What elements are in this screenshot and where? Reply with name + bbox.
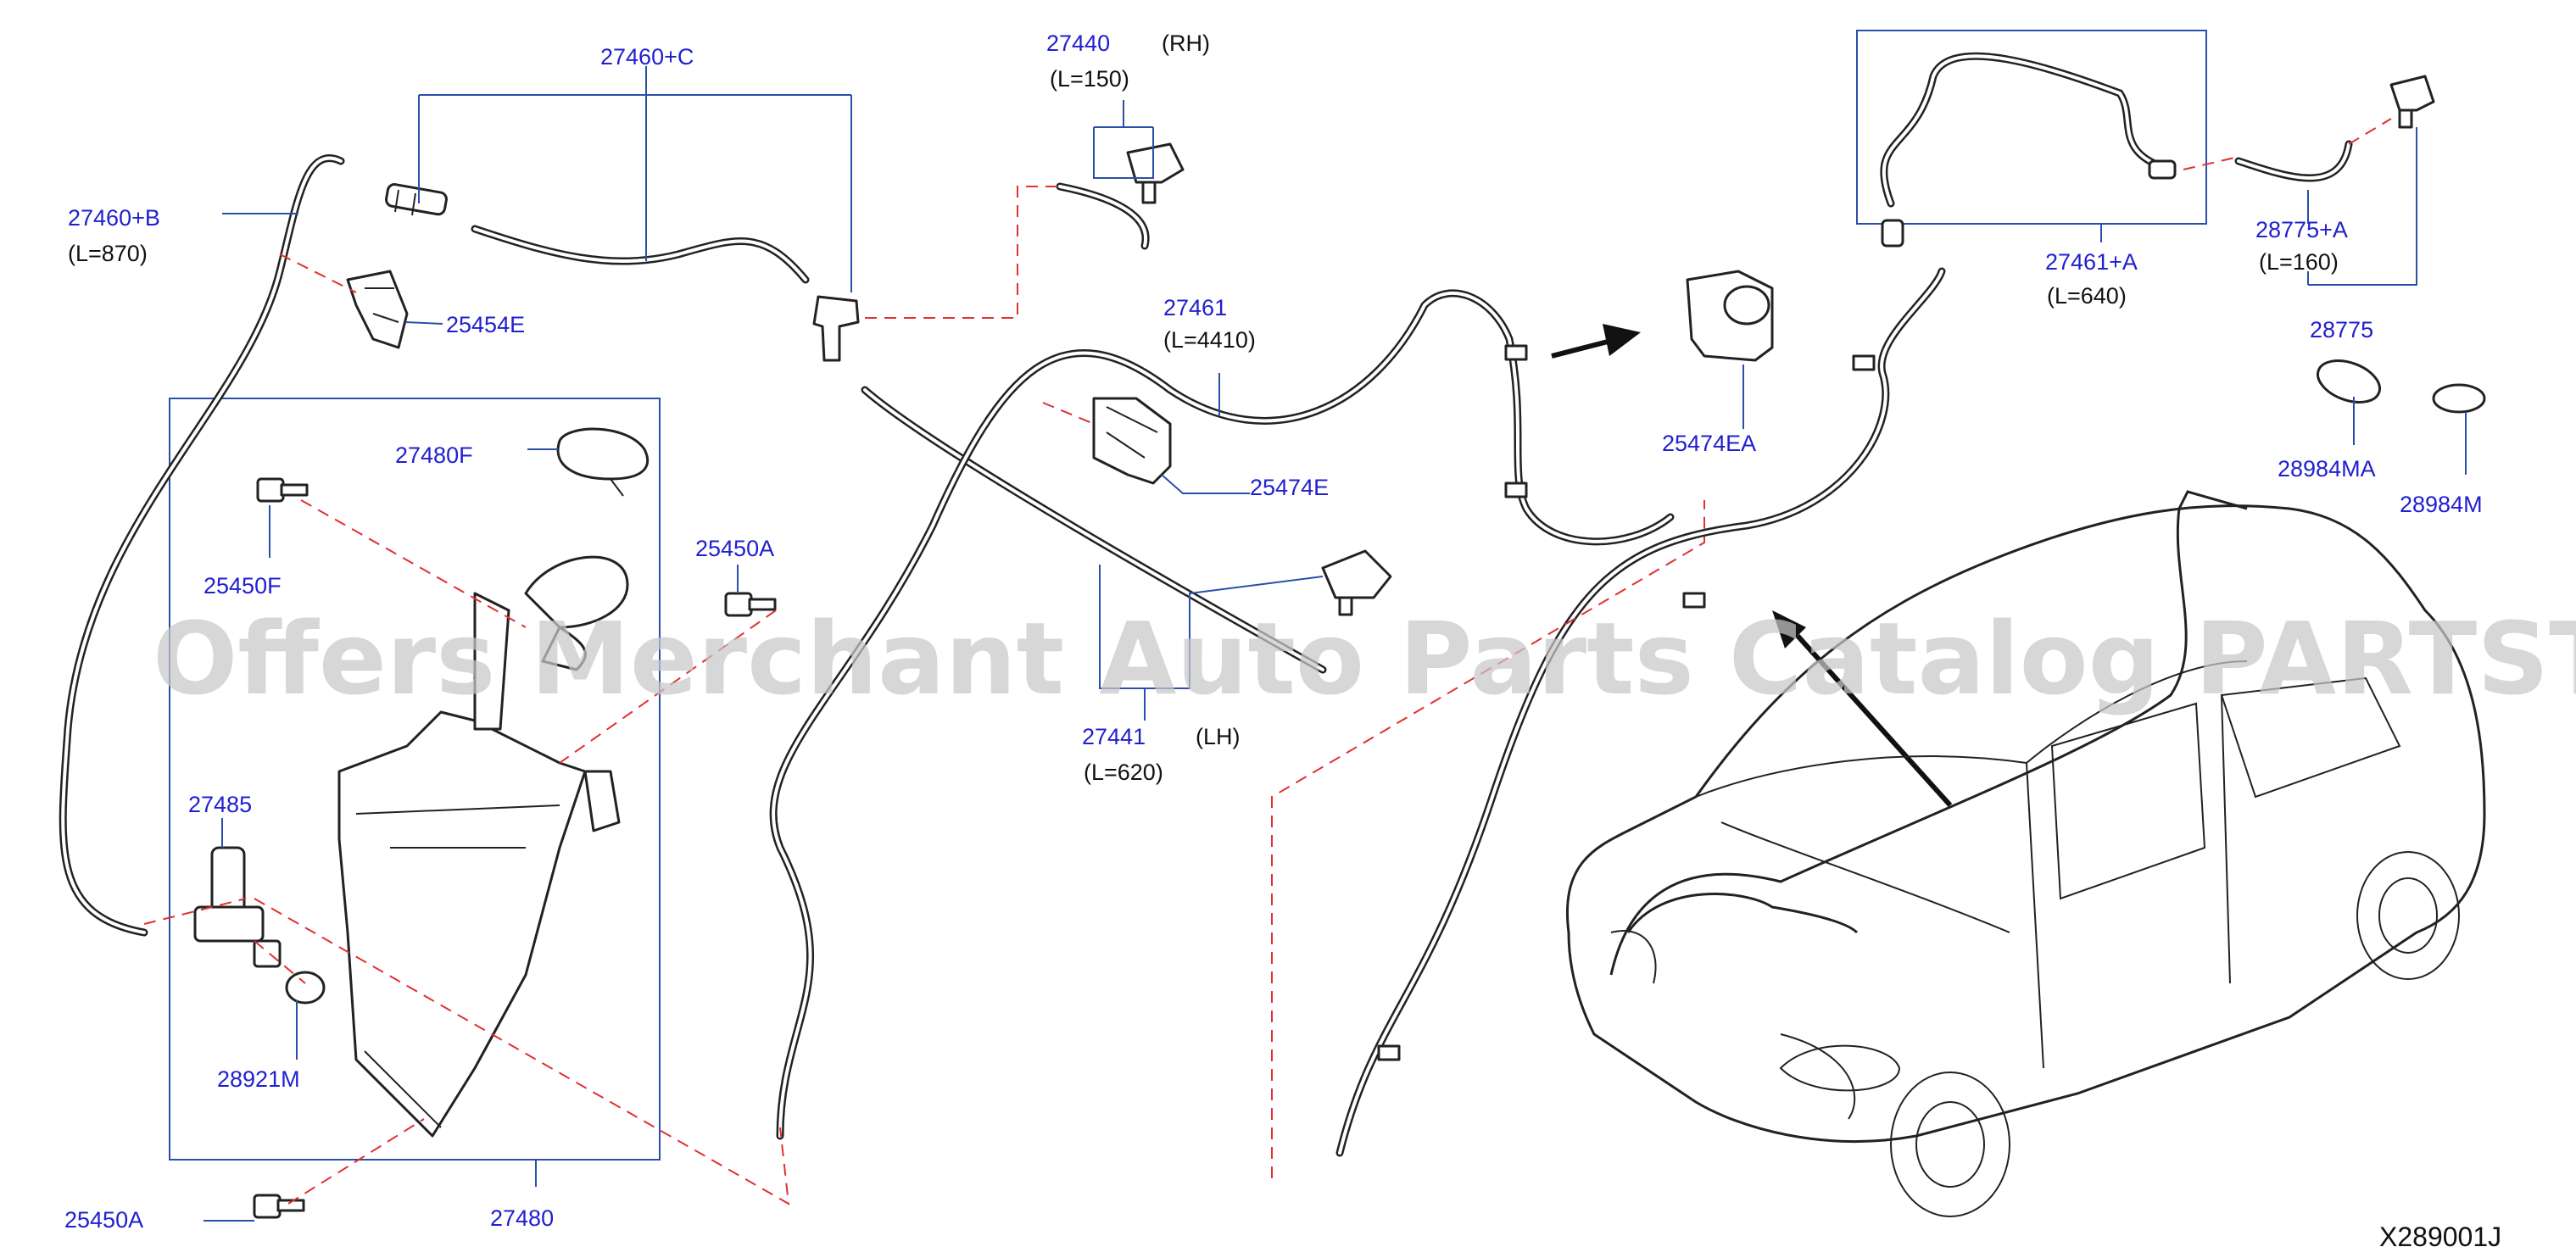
label-27441-length: (L=620) [1084, 760, 1163, 785]
label-25450a-bottom: 25450A [64, 1207, 143, 1233]
rear-hose-group-box [1856, 30, 2207, 225]
bolt-25450f [256, 477, 309, 503]
clip-25474e [1092, 397, 1172, 485]
label-27461-length: (L=4410) [1163, 327, 1256, 353]
t-connector [812, 295, 860, 362]
seal-28984ma [2317, 359, 2381, 404]
label-27460b: 27460+B [68, 205, 160, 231]
hose-clip [1682, 592, 1706, 609]
label-27461: 27461 [1163, 295, 1227, 320]
bolt-25450a-bottom [253, 1194, 305, 1219]
hose-clip [1504, 344, 1528, 361]
watermark: Offers Merchant Auto Parts Catalog PARTS… [153, 600, 2576, 717]
connector-27461a [2148, 159, 2177, 180]
label-27460b-length: (L=870) [68, 241, 148, 266]
label-27440-side: (RH) [1162, 31, 1210, 56]
label-28775a: 28775+A [2255, 217, 2348, 242]
label-27440-length: (L=150) [1050, 66, 1129, 92]
bolt-25450a-top [724, 592, 777, 617]
grommet-28921m [285, 971, 326, 1005]
clip-25474ea [1686, 270, 1774, 362]
label-27480: 27480 [490, 1205, 554, 1231]
hose-clip [1504, 481, 1528, 498]
label-28921m: 28921M [217, 1066, 300, 1092]
label-28775a-length: (L=160) [2259, 249, 2339, 275]
connector-rear [1881, 219, 1904, 248]
label-27480f: 27480F [395, 443, 473, 468]
label-27461a-length: (L=640) [2047, 283, 2127, 309]
hose-clip [1377, 1044, 1401, 1061]
label-28984ma: 28984MA [2278, 456, 2376, 481]
label-25450f: 25450F [204, 573, 282, 598]
cap-27480f [556, 427, 650, 497]
label-25454e: 25454E [446, 312, 525, 337]
label-25474ea: 25474EA [1662, 431, 1756, 456]
label-28984m: 28984M [2400, 492, 2483, 517]
label-27441: 27441 [1082, 724, 1146, 749]
pump-27485 [193, 846, 282, 968]
car-silhouette [1566, 490, 2486, 1217]
label-27485: 27485 [188, 792, 252, 817]
direction-arrow [1772, 610, 1953, 808]
nozzle-27440 [1126, 142, 1185, 204]
label-25474e: 25474E [1250, 475, 1329, 500]
label-27460c: 27460+C [600, 44, 694, 70]
connector-27460c [385, 183, 448, 216]
seal-28984m [2432, 383, 2486, 414]
diagram-code: X289001J [2379, 1222, 2501, 1252]
reservoir-group-box [169, 398, 661, 1161]
label-27461a: 27461+A [2045, 249, 2138, 275]
hose-clip [1852, 354, 1876, 371]
label-27440: 27440 [1046, 31, 1110, 56]
label-28775: 28775 [2310, 317, 2373, 342]
direction-arrow [1551, 324, 1641, 359]
washer-tank-27480 [337, 555, 629, 1138]
nozzle-27441 [1321, 549, 1392, 616]
hose-27460c [471, 225, 810, 284]
label-25450a-top: 25450A [695, 536, 774, 561]
nozzle-28775 [2389, 75, 2435, 129]
clip-25454e [346, 270, 409, 349]
label-27441-side: (LH) [1196, 724, 1241, 749]
